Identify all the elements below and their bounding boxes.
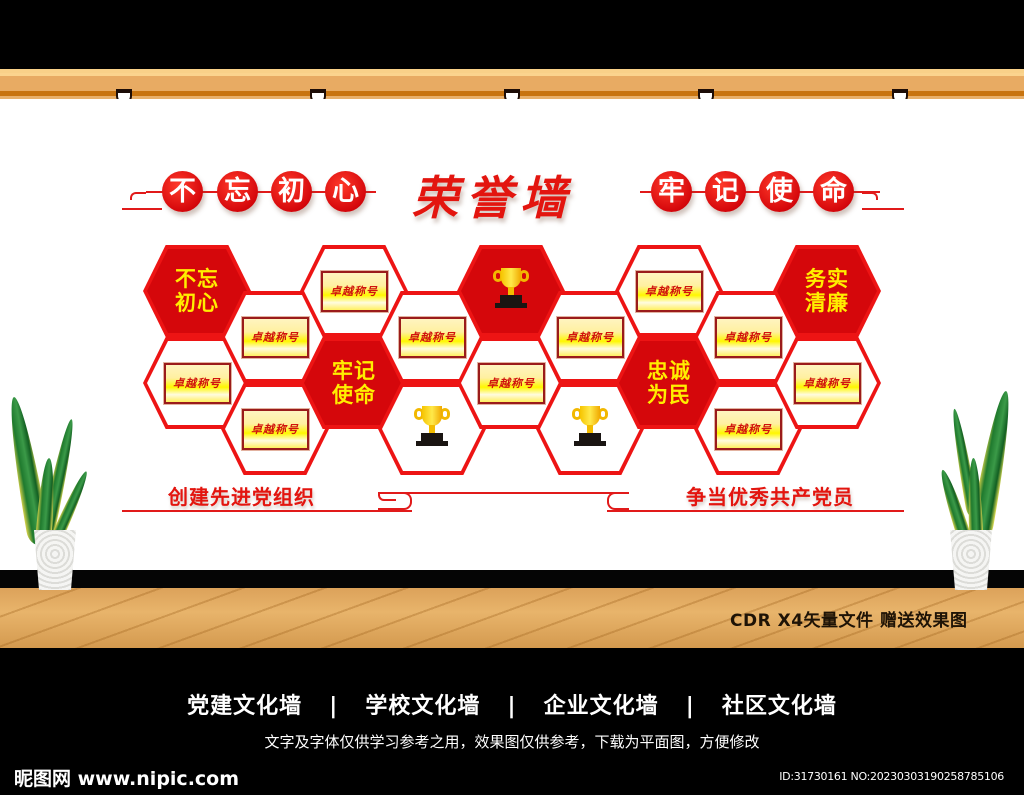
slogan-left: 创建先进党组织 <box>168 485 315 509</box>
category-separator: | <box>685 694 695 719</box>
hex-red-trophy <box>457 245 565 337</box>
site-logo[interactable]: 昵图网 www.nipic.com <box>14 768 240 790</box>
slogan-right: 争当优秀共产党员 <box>686 485 854 509</box>
trophy-icon <box>491 268 531 314</box>
decorative-curl <box>130 192 146 200</box>
hex-trophy <box>536 383 644 475</box>
hex-motto-line: 不忘 <box>175 267 219 291</box>
wood-floor <box>0 588 1024 648</box>
category-label: 社区文化墙 <box>721 694 837 719</box>
title-circle: 初 <box>271 171 312 212</box>
honor-plaque: 卓越称号 <box>792 361 862 405</box>
top-black-band <box>0 0 1024 69</box>
decorative-curl <box>862 192 878 200</box>
honor-plaque: 卓越称号 <box>240 315 310 359</box>
file-format-caption: CDR X4矢量文件 赠送效果图 <box>730 611 968 631</box>
footer-band <box>0 648 1024 795</box>
potted-plant-left <box>3 388 92 593</box>
trophy-icon <box>412 406 452 452</box>
honor-plaque: 卓越称号 <box>634 269 704 313</box>
decorative-line <box>122 510 412 512</box>
hex-plaque: 卓越称号 <box>536 291 644 383</box>
flower-pot <box>950 530 992 590</box>
hex-plaque: 卓越称号 <box>615 245 723 337</box>
decorative-line <box>396 492 626 494</box>
title-circle: 牢 <box>651 171 692 212</box>
honor-plaque: 卓越称号 <box>713 315 783 359</box>
honor-plaque: 卓越称号 <box>240 407 310 451</box>
honor-plaque: 卓越称号 <box>319 269 389 313</box>
image-id: ID:31730161 NO:20230303190258785106 <box>779 770 1004 783</box>
honor-plaque: 卓越称号 <box>713 407 783 451</box>
hex-motto-line: 清廉 <box>805 291 849 315</box>
decorative-line <box>122 208 162 210</box>
ceiling-wood-strip <box>0 69 1024 104</box>
decorative-line <box>862 208 904 210</box>
hex-plaque: 卓越称号 <box>773 337 881 429</box>
honor-plaque: 卓越称号 <box>555 315 625 359</box>
honor-plaque: 卓越称号 <box>397 315 467 359</box>
category-label: 企业文化墙 <box>543 694 659 719</box>
hex-motto-line: 牢记 <box>332 359 376 383</box>
decorative-line <box>607 510 904 512</box>
hex-motto-line: 初心 <box>175 291 219 315</box>
trophy-icon <box>570 406 610 452</box>
title-circle: 忘 <box>217 171 258 212</box>
baseboard <box>0 570 1024 588</box>
flower-pot <box>34 530 76 590</box>
category-label: 学校文化墙 <box>365 694 481 719</box>
title-circle: 命 <box>813 171 854 212</box>
title-circle: 记 <box>705 171 746 212</box>
category-label: 党建文化墙 <box>187 694 303 719</box>
footer-categories: 党建文化墙 | 学校文化墙 | 企业文化墙 | 社区文化墙 <box>0 688 1024 720</box>
honor-plaque: 卓越称号 <box>476 361 546 405</box>
hex-motto-line: 忠诚 <box>647 359 691 383</box>
hex-motto-line: 为民 <box>647 383 691 407</box>
hex-red-motto: 务实清廉 <box>773 245 881 337</box>
potted-plant-right <box>935 388 1017 593</box>
page-title: 荣誉墙 <box>412 171 574 225</box>
honor-plaque: 卓越称号 <box>162 361 232 405</box>
hex-motto-line: 务实 <box>805 267 849 291</box>
hex-motto-line: 使命 <box>332 383 376 407</box>
footer-note: 文字及字体仅供学习参考之用，效果图仅供参考，下载为平面图，方便修改 <box>264 733 760 751</box>
category-separator: | <box>507 694 517 719</box>
decorative-curl <box>378 492 396 501</box>
title-circle: 不 <box>162 171 203 212</box>
decorative-curl <box>607 492 629 510</box>
decorative-line <box>146 191 376 193</box>
title-circle: 心 <box>325 171 366 212</box>
category-separator: | <box>329 694 339 719</box>
title-circle: 使 <box>759 171 800 212</box>
